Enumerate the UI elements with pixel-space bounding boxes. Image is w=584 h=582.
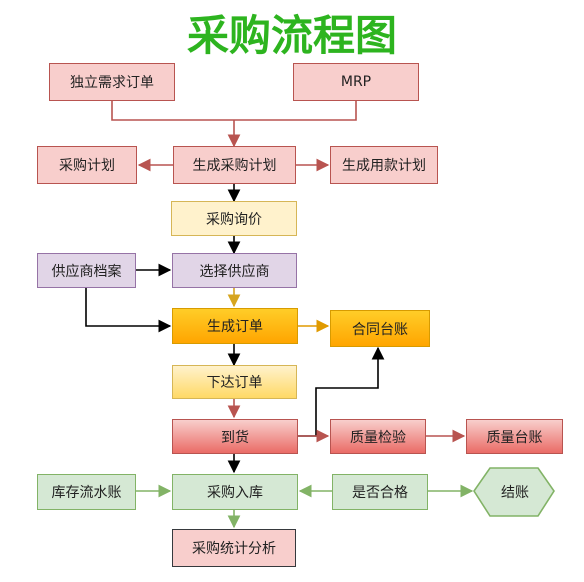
node-select-supplier[interactable]: 选择供应商 bbox=[172, 253, 297, 288]
node-mrp[interactable]: MRP bbox=[293, 63, 419, 101]
connector-archive-to-order bbox=[85, 288, 172, 333]
node-quality-check[interactable]: 质量检验 bbox=[330, 419, 426, 454]
node-quality-ledger[interactable]: 质量台账 bbox=[466, 419, 563, 454]
node-purchase-warehousing[interactable]: 采购入库 bbox=[172, 474, 298, 510]
node-purchase-inquiry[interactable]: 采购询价 bbox=[171, 201, 297, 236]
node-inventory-journal[interactable]: 库存流水账 bbox=[37, 474, 136, 510]
node-contract-ledger[interactable]: 合同台账 bbox=[330, 310, 430, 347]
node-settle-label: 结账 bbox=[501, 485, 529, 501]
node-supplier-archive[interactable]: 供应商档案 bbox=[37, 253, 136, 288]
node-generate-payment-plan[interactable]: 生成用款计划 bbox=[330, 146, 438, 184]
connector-demand-merge bbox=[111, 101, 357, 121]
node-purchase-plan[interactable]: 采购计划 bbox=[37, 146, 137, 184]
node-independent-demand[interactable]: 独立需求订单 bbox=[49, 63, 175, 101]
node-generate-purchase-plan[interactable]: 生成采购计划 bbox=[173, 146, 296, 184]
page-title: 采购流程图 bbox=[186, 11, 397, 60]
node-qualified-check[interactable]: 是否合格 bbox=[332, 474, 428, 510]
settle-hexagon[interactable] bbox=[473, 467, 555, 517]
node-arrival[interactable]: 到货 bbox=[172, 419, 298, 454]
node-purchase-statistics[interactable]: 采购统计分析 bbox=[172, 529, 296, 567]
node-issue-order[interactable]: 下达订单 bbox=[172, 365, 297, 399]
node-generate-order[interactable]: 生成订单 bbox=[172, 308, 298, 344]
